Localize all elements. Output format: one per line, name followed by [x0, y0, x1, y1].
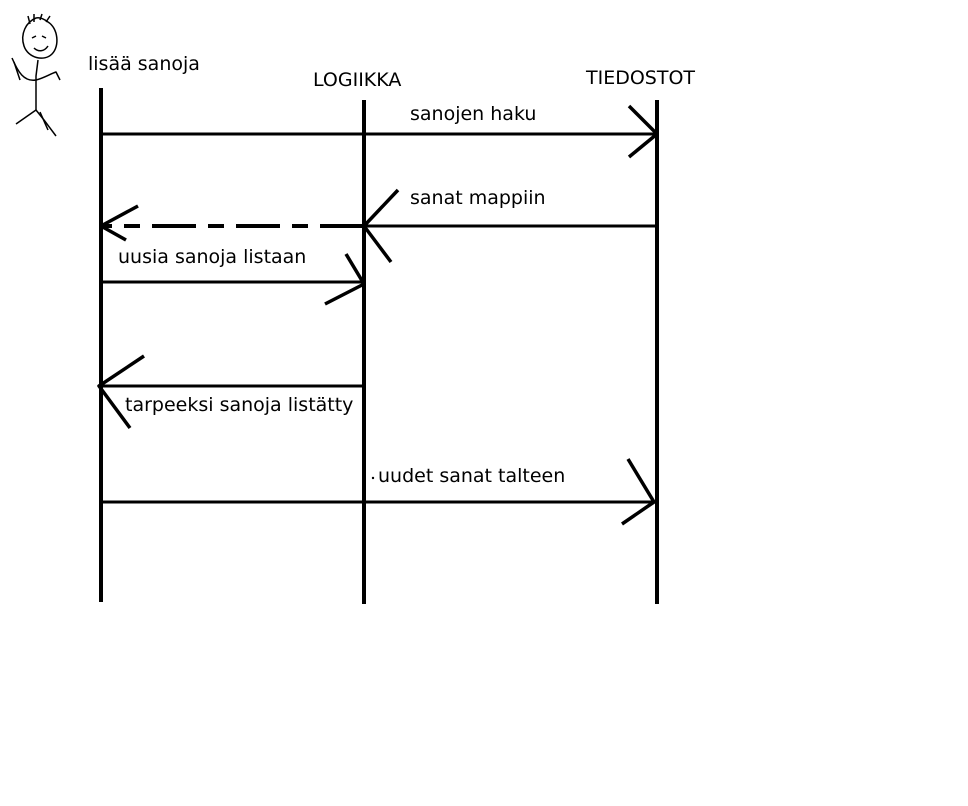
lifeline-label-files: TIEDOSTOT: [585, 67, 695, 89]
actor-stick-figure-icon: [11, 13, 61, 137]
message-arrow-5: [101, 458, 657, 526]
message-label-5: uudet sanat talteen: [378, 465, 565, 487]
message-arrow-2: [99, 188, 657, 264]
message-arrow-1: [101, 104, 659, 159]
message-label-2: sanat mappiin: [410, 187, 546, 209]
message-arrow-4: [97, 354, 364, 430]
message-arrow-3: [101, 253, 366, 306]
message-label-4: tarpeeksi sanoja listätty: [125, 394, 353, 416]
actor-label: lisää sanoja: [88, 53, 200, 75]
message-label-1: sanojen haku: [410, 103, 536, 125]
lifeline-label-logic: LOGIIKKA: [313, 69, 401, 91]
message-label-3: uusia sanoja listaan: [118, 246, 306, 268]
